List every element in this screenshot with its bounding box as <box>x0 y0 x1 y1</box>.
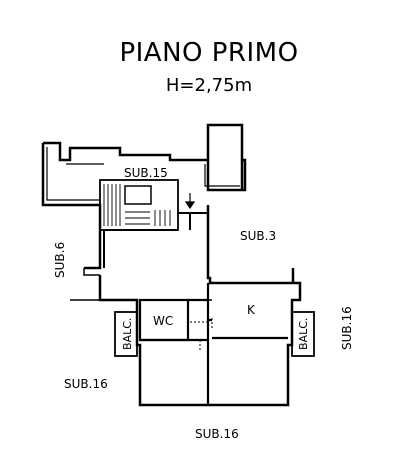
outer-wall <box>41 123 302 407</box>
stair-steps <box>103 184 171 226</box>
interior-partitions <box>140 283 288 405</box>
label-sub3: SUB.3 <box>240 229 276 243</box>
label-sub16-bottom: SUB.16 <box>195 427 239 441</box>
plan-title: PIANO PRIMO <box>119 38 299 68</box>
label-sub16-right: SUB.16 <box>340 306 354 350</box>
balcony-left <box>114 311 138 357</box>
label-balc-right: BALC. <box>297 318 310 350</box>
label-sub15: SUB.15 <box>124 166 168 180</box>
balcony-right <box>291 311 315 357</box>
label-k: K <box>247 303 256 317</box>
wall-stubs <box>70 268 212 301</box>
label-sub6: SUB.6 <box>53 242 67 278</box>
door-openings <box>190 318 213 352</box>
label-sub16-left: SUB.16 <box>64 377 108 391</box>
label-wc: WC <box>153 314 173 328</box>
entrance-arrow-icon <box>184 193 196 210</box>
ceiling-height-label: H=2,75m <box>165 75 253 96</box>
entrance-walls <box>103 205 209 268</box>
elevator-shaft <box>124 185 152 205</box>
label-balc-left: BALC. <box>121 318 134 350</box>
corridor-inner-wall <box>46 147 240 201</box>
